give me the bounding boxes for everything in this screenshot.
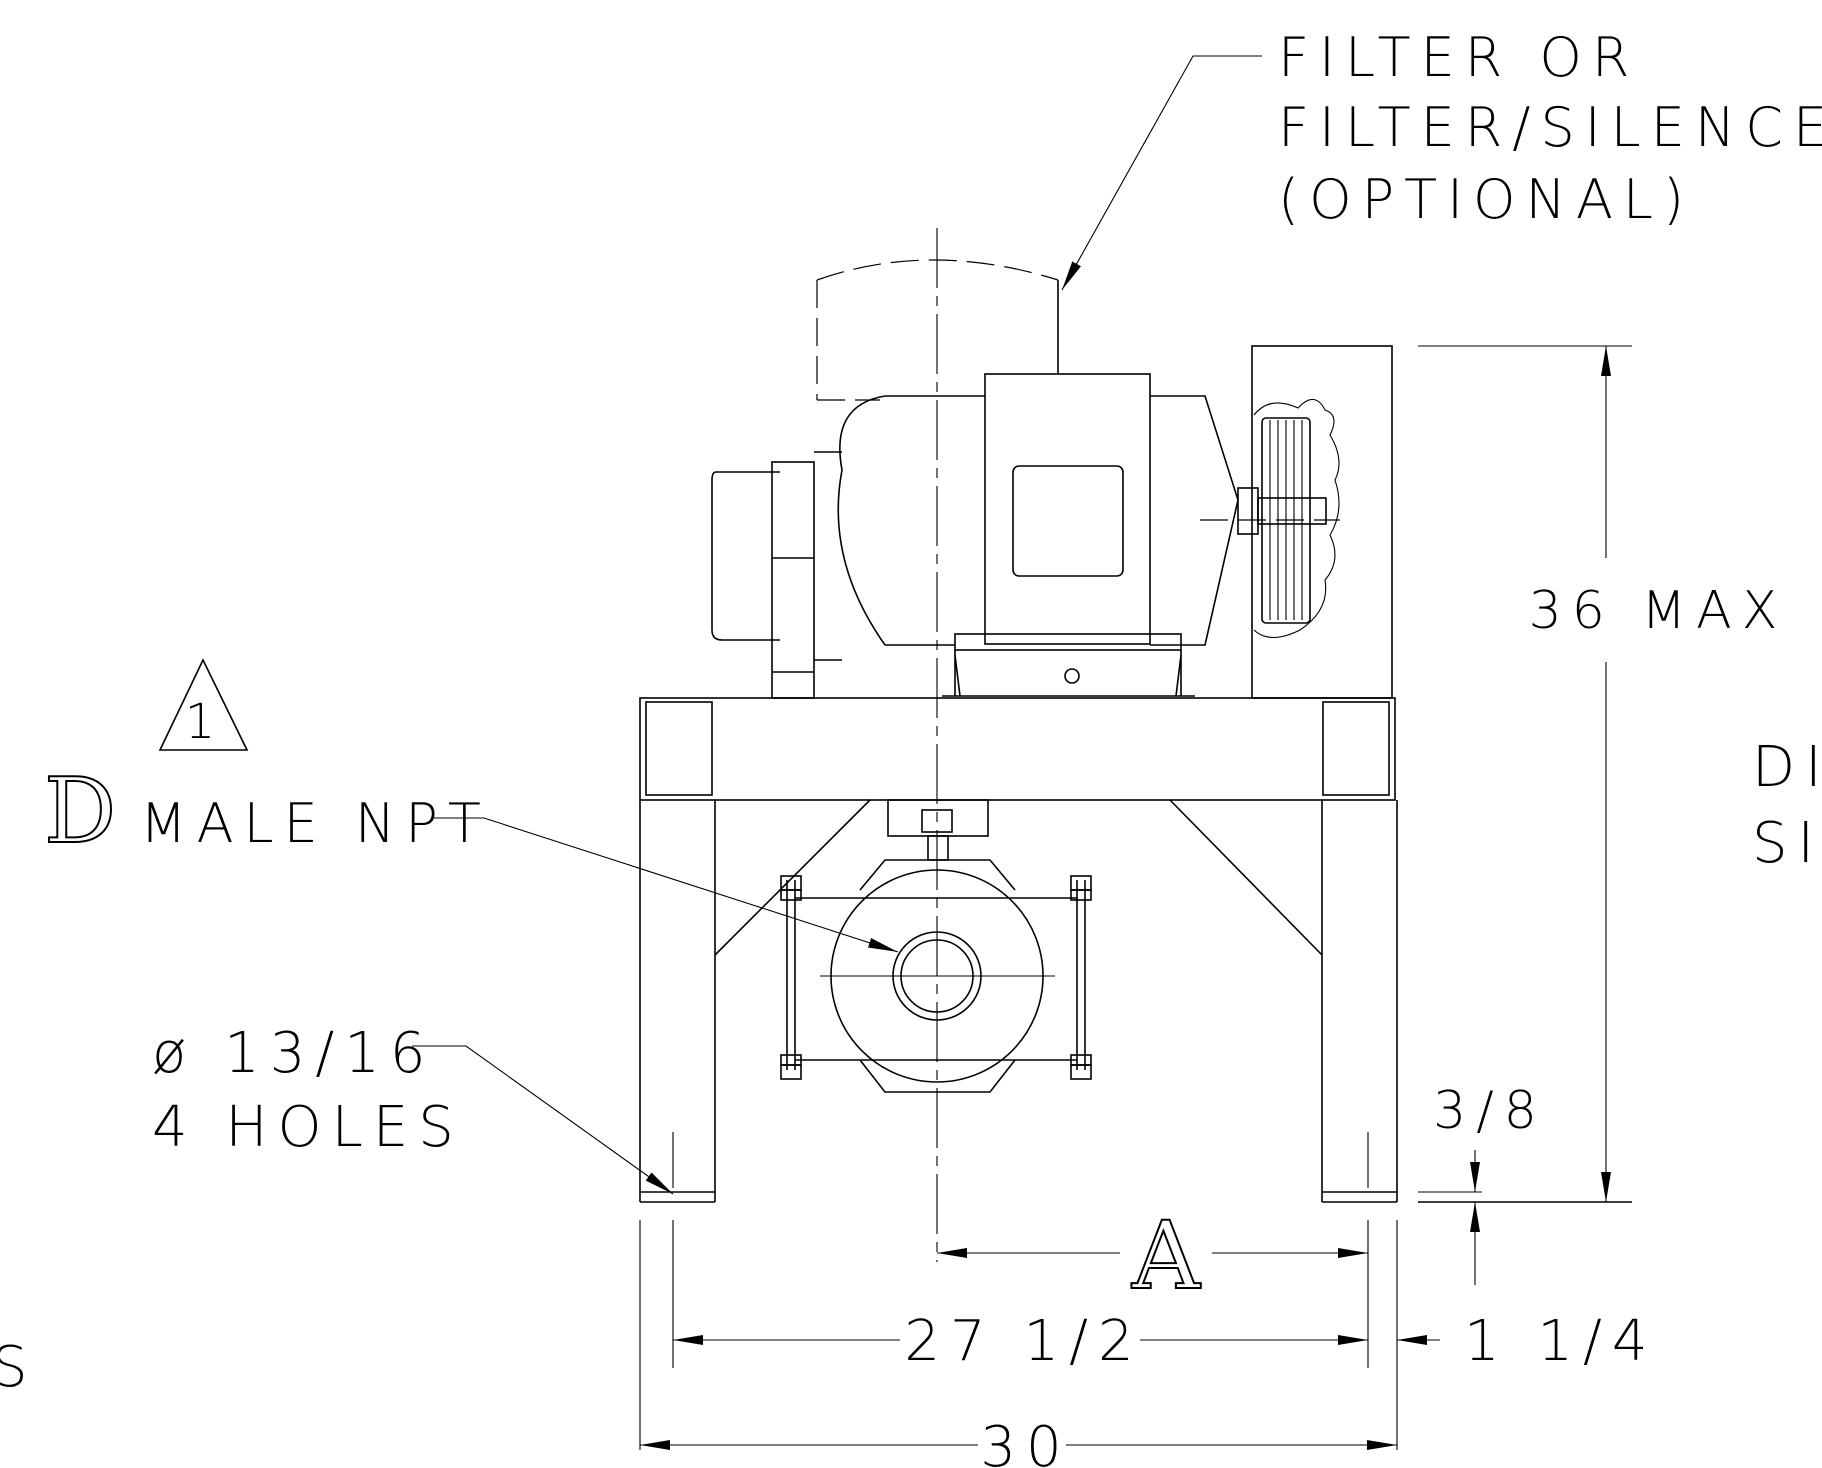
filter-label-line2: FILTER/SILENCER bbox=[1278, 96, 1822, 159]
height-dimension: 36 MAX bbox=[1529, 581, 1788, 641]
filter-label-line3: (OPTIONAL) bbox=[1278, 168, 1694, 231]
left-edge-text: S bbox=[0, 1335, 38, 1400]
center-offset-dimension: A bbox=[1131, 1202, 1201, 1311]
foot-thickness-dimension: 3/8 bbox=[1433, 1081, 1547, 1141]
base-frame bbox=[639, 697, 1398, 1203]
edge-offset-dimension: 1 1/4 bbox=[1464, 1309, 1658, 1374]
tie-rods bbox=[780, 875, 1092, 1080]
filter-label-line1: FILTER OR bbox=[1278, 26, 1639, 89]
revision-mark: 1 bbox=[185, 694, 226, 750]
bolt-spacing-dimension: 27 1/2 bbox=[904, 1309, 1143, 1374]
holes-label-line1: ø 13/16 bbox=[152, 1021, 435, 1086]
npt-size-letter: D bbox=[44, 759, 116, 864]
holes-callout: ø 13/16 4 HOLES bbox=[152, 1021, 674, 1195]
filter-callout: FILTER OR FILTER/SILENCER (OPTIONAL) bbox=[1061, 26, 1822, 291]
npt-callout: 1 D MALE NPT bbox=[43, 658, 899, 953]
motor bbox=[711, 373, 1340, 699]
npt-label: MALE NPT bbox=[140, 792, 491, 855]
holes-label-line2: 4 HOLES bbox=[152, 1095, 464, 1160]
dimensions: 36 MAX 3/8 A 27 1/2 1 1/4 30 bbox=[639, 345, 1788, 1468]
revision-triangle bbox=[158, 658, 249, 751]
right-edge-text-line2: SI bbox=[1752, 811, 1822, 876]
right-edge-text-line1: DI bbox=[1752, 735, 1822, 800]
belt-guard bbox=[1251, 345, 1393, 699]
overall-width-dimension: 30 bbox=[980, 1415, 1071, 1468]
blower bbox=[780, 799, 1092, 1093]
